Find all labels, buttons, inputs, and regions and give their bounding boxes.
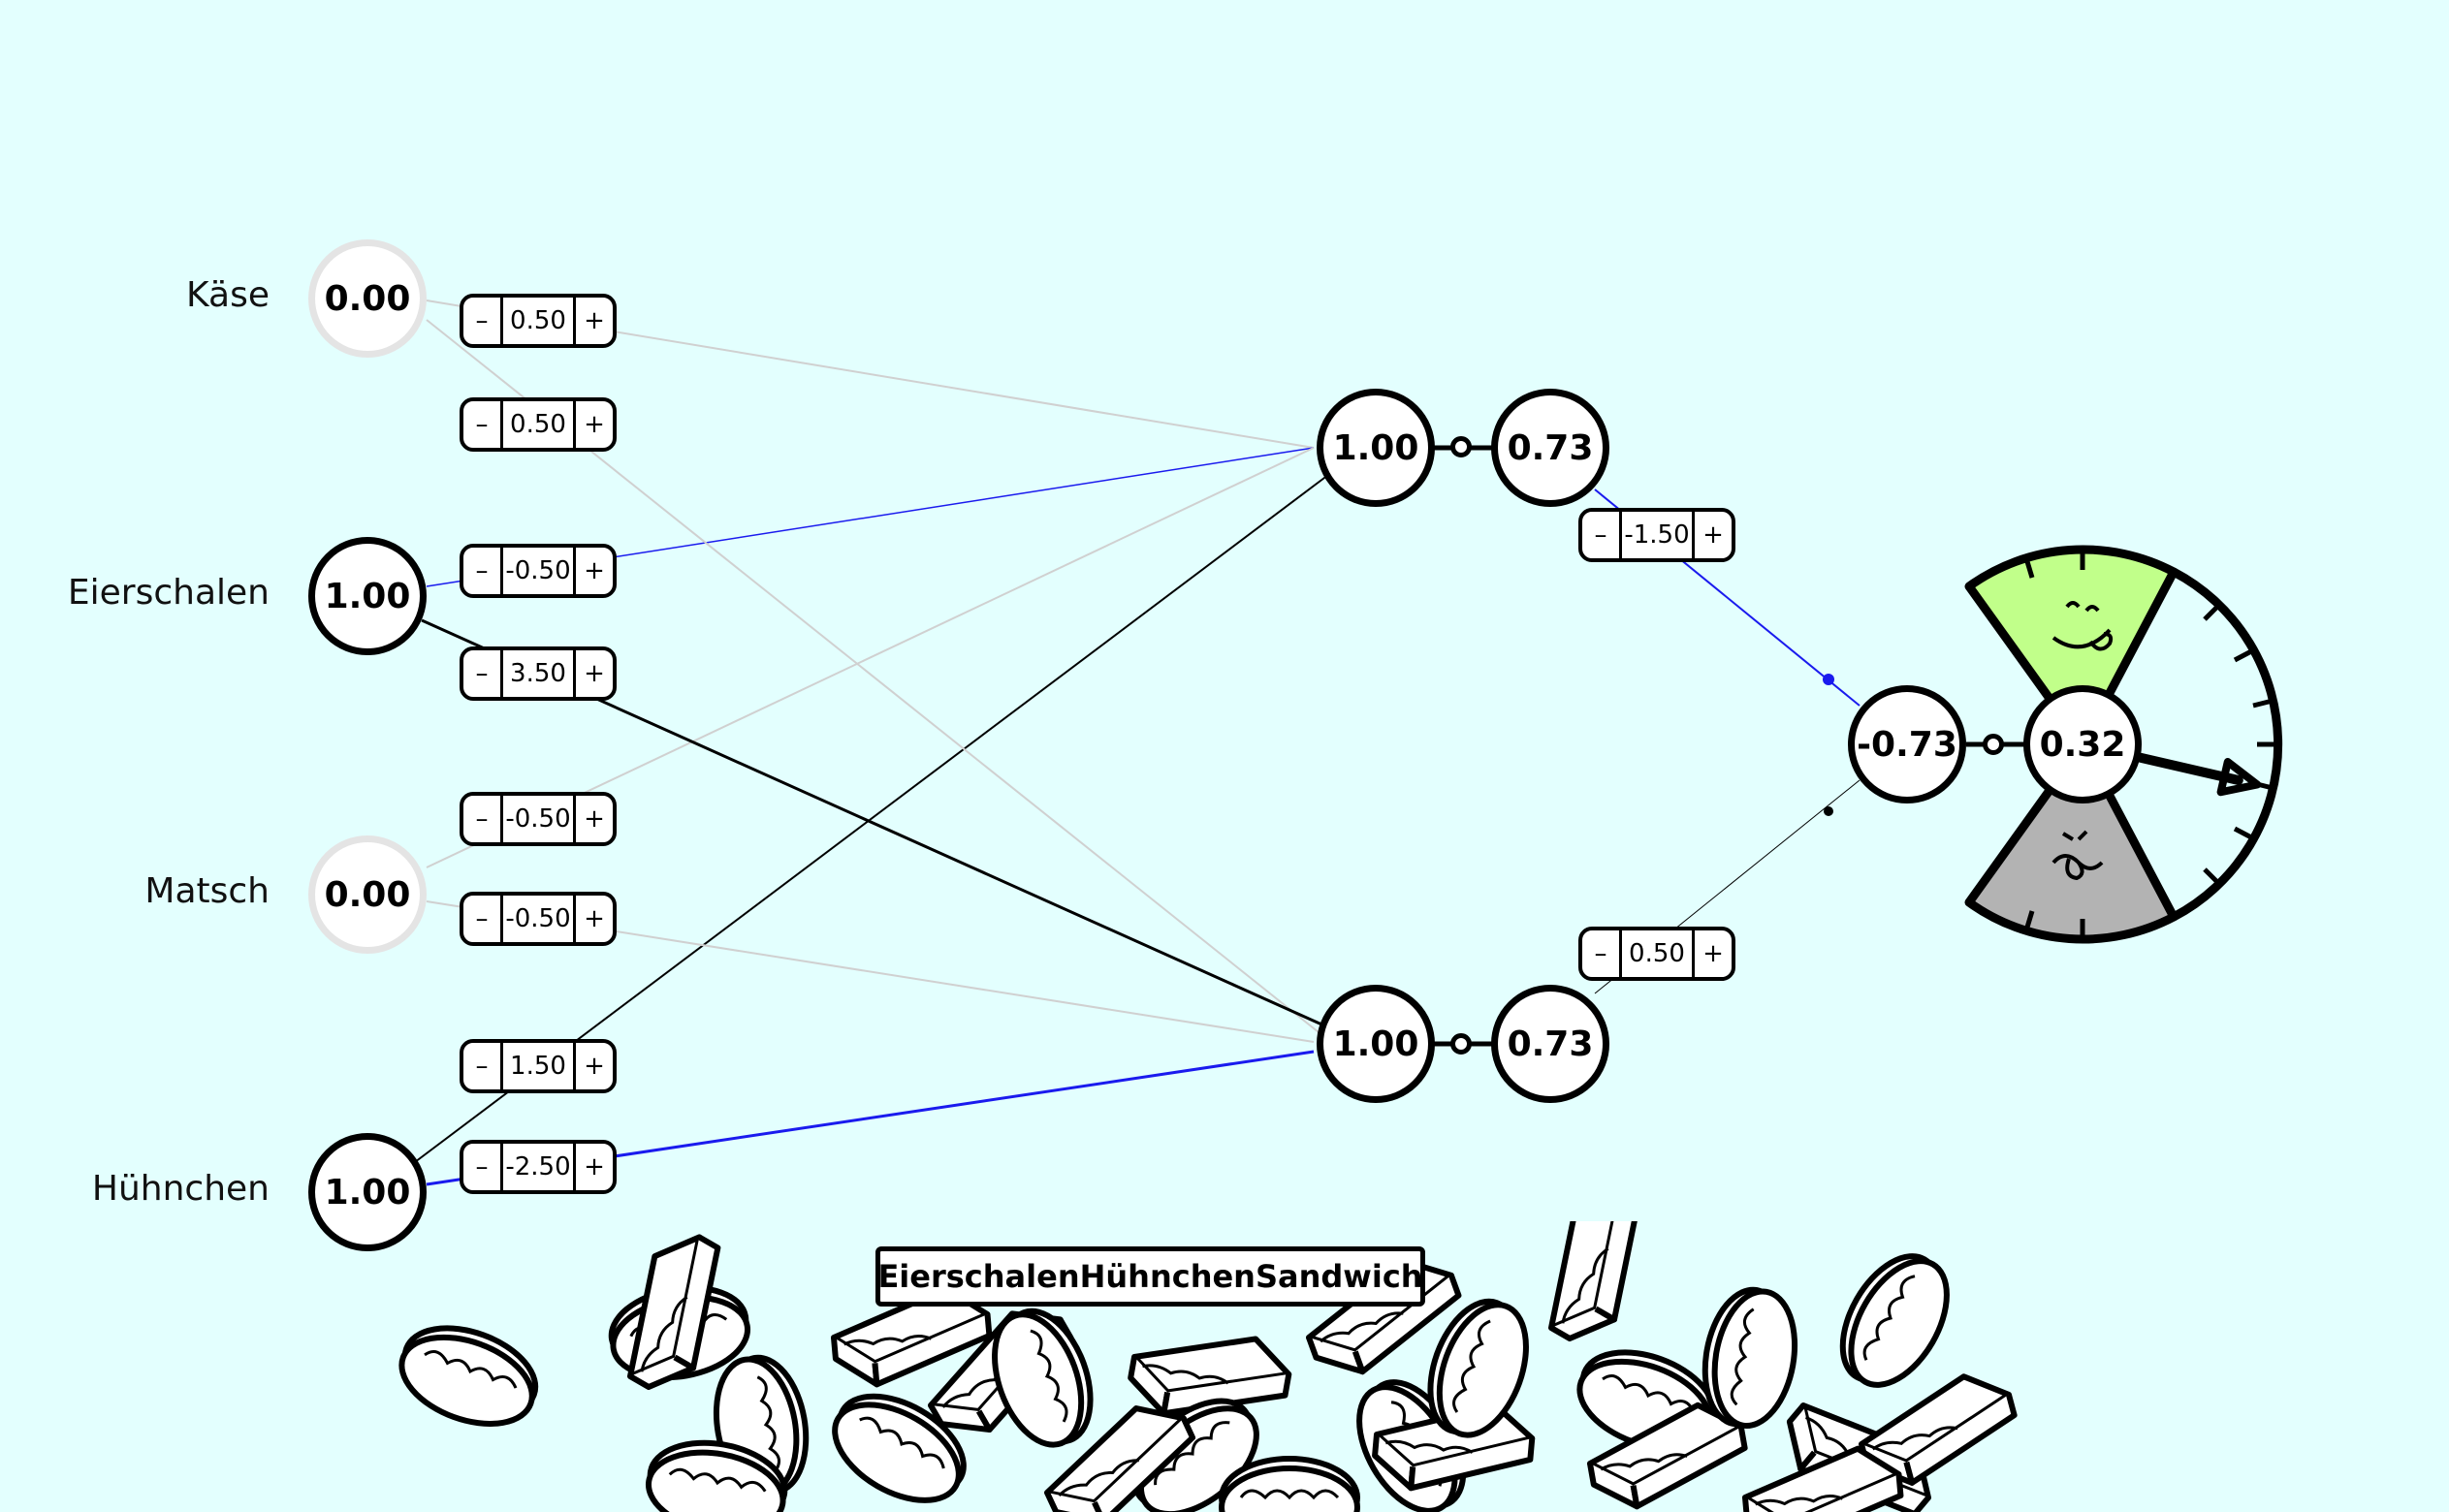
weight-stepper: – -0.50 +: [460, 792, 617, 846]
weight-stepper: – 0.50 +: [460, 397, 617, 452]
increment-button[interactable]: +: [584, 1052, 605, 1081]
weight-stepper: – -0.50 +: [460, 892, 617, 946]
gauge-ticks: [2023, 550, 2277, 939]
yummy-face-icon: [2051, 601, 2114, 651]
weight-value: -0.50: [500, 896, 576, 942]
gauge-arc: [2171, 568, 2283, 921]
decrement-button[interactable]: –: [475, 1052, 489, 1081]
wire-end-dot: [1823, 674, 1834, 685]
decrement-button[interactable]: –: [475, 659, 489, 688]
weight-value: 1.50: [500, 1043, 576, 1089]
weight-value: 0.50: [500, 401, 576, 448]
output-sum-node: -0.73: [1848, 685, 1966, 803]
input-label-kaese: Käse: [186, 275, 270, 315]
weight-stepper: – -1.50 +: [1578, 508, 1735, 562]
decrement-button[interactable]: –: [475, 904, 489, 933]
activation-connector: [1450, 1033, 1472, 1055]
decrement-button[interactable]: –: [475, 306, 489, 335]
decrement-button[interactable]: –: [475, 804, 489, 834]
input-label-eierschalen: Eierschalen: [67, 573, 270, 613]
increment-button[interactable]: +: [584, 904, 605, 933]
weight-value: -1.50: [1619, 512, 1695, 558]
gauge-bad-sector: [1964, 740, 2179, 944]
increment-button[interactable]: +: [1702, 520, 1724, 550]
wire-end-dot: [1824, 806, 1833, 816]
disgusted-face-icon: [2051, 830, 2104, 881]
weight-value: -2.50: [500, 1144, 576, 1190]
weight-value: 0.50: [1619, 930, 1695, 977]
increment-button[interactable]: +: [584, 659, 605, 688]
input-label-huehnchen: Hühnchen: [91, 1169, 270, 1209]
input-label-matsch: Matsch: [144, 871, 270, 911]
hidden-activation-node-2: 0.73: [1491, 985, 1609, 1103]
input-node-huehnchen[interactable]: 1.00: [308, 1133, 427, 1251]
increment-button[interactable]: +: [584, 410, 605, 439]
hidden-sum-node-2: 1.00: [1317, 985, 1435, 1103]
weight-value: -0.50: [500, 796, 576, 842]
weight-stepper: – -0.50 +: [460, 544, 617, 598]
input-node-kaese[interactable]: 0.00: [308, 239, 427, 358]
increment-button[interactable]: +: [1702, 939, 1724, 968]
weight-value: 3.50: [500, 650, 576, 697]
taste-gauge: [1964, 545, 2283, 944]
activation-connector: [1450, 436, 1472, 457]
decrement-button[interactable]: –: [475, 410, 489, 439]
weight-value: -0.50: [500, 548, 576, 594]
weight-value: 0.50: [500, 298, 576, 344]
hidden-sum-node-1: 1.00: [1317, 389, 1435, 507]
weight-stepper: – 1.50 +: [460, 1039, 617, 1093]
increment-button[interactable]: +: [584, 804, 605, 834]
input-node-matsch[interactable]: 0.00: [308, 835, 427, 954]
increment-button[interactable]: +: [584, 556, 605, 585]
weight-stepper: – 0.50 +: [460, 294, 617, 348]
increment-button[interactable]: +: [584, 306, 605, 335]
activation-connector: [1983, 734, 2004, 755]
result-sandwich-name: EierschalenHühnchenSandwich: [875, 1246, 1425, 1307]
decrement-button[interactable]: –: [1594, 939, 1607, 968]
input-node-eierschalen[interactable]: 1.00: [308, 537, 427, 655]
increment-button[interactable]: +: [584, 1152, 605, 1181]
decrement-button[interactable]: –: [475, 1152, 489, 1181]
output-activation-node: 0.32: [2023, 685, 2142, 803]
decrement-button[interactable]: –: [475, 556, 489, 585]
weight-stepper: – -2.50 +: [460, 1140, 617, 1194]
weight-stepper: – 3.50 +: [460, 646, 617, 701]
hidden-activation-node-1: 0.73: [1491, 389, 1609, 507]
weight-stepper: – 0.50 +: [1578, 927, 1735, 981]
decrement-button[interactable]: –: [1594, 520, 1607, 550]
